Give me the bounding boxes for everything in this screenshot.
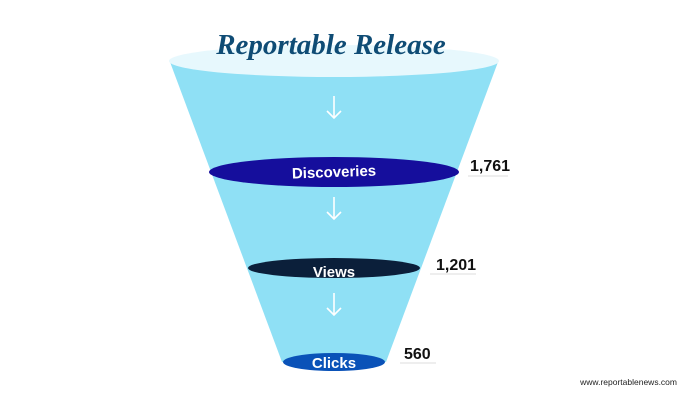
footer-url: www.reportablenews.com (579, 377, 677, 387)
down-arrow-icon (326, 197, 342, 221)
stage-label-clicks: Clicks (312, 355, 356, 372)
stage-ellipse-clicks (283, 353, 385, 371)
funnel-stage-clicks: Clicks 560 (283, 346, 436, 372)
stage-value-clicks: 560 (404, 346, 431, 363)
funnel-stage-discoveries: Discoveries 1,761 (209, 157, 510, 187)
stage-ellipse-views (248, 258, 420, 278)
funnel-title: Reportable Release (215, 29, 446, 61)
funnel-stage-views: Views 1,201 (248, 257, 476, 281)
funnel-top-rim (169, 45, 499, 77)
stage-label-views: Views (313, 264, 355, 281)
stage-ellipse-discoveries (209, 157, 459, 187)
stage-value-views: 1,201 (436, 257, 476, 274)
down-arrow-icon (326, 96, 342, 120)
stage-label-discoveries: Discoveries (292, 163, 377, 183)
stage-value-discoveries: 1,761 (470, 158, 510, 175)
down-arrow-icon (326, 293, 342, 317)
